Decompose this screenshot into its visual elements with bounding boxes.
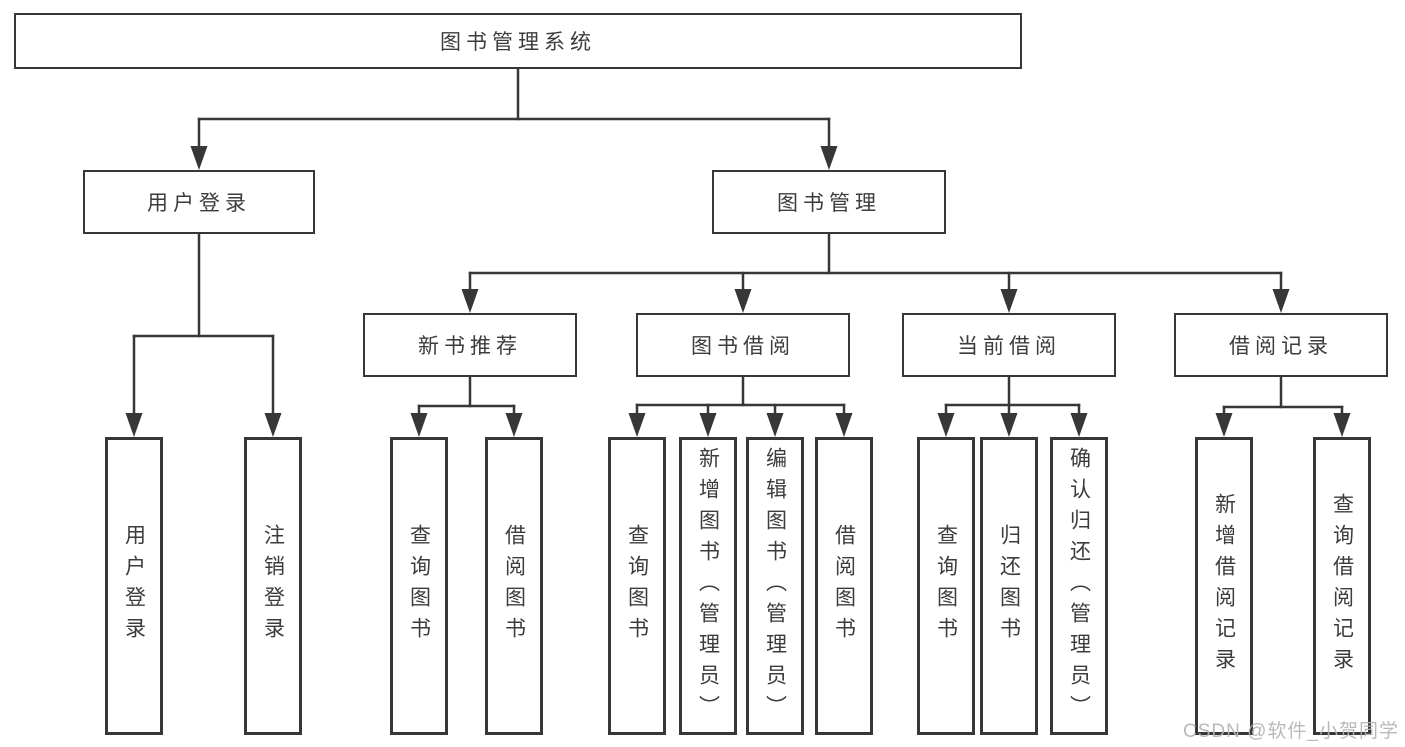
arrowhead-icons: [125, 146, 1351, 437]
leaf-edit-book-admin: 编辑图书（管理员）: [746, 437, 804, 735]
csdn-watermark: CSDN @软件_小贺同学: [1183, 721, 1399, 742]
leaf-user-login: 用户登录: [105, 437, 163, 735]
leaf-logout-login: 注销登录: [244, 437, 302, 735]
leaf-add-book-admin: 新增图书（管理员）: [679, 437, 737, 735]
leaf-add-borrow-record: 新增借阅记录: [1195, 437, 1253, 735]
leaf-confirm-return-admin-label: 确认归还（管理员）: [1067, 446, 1091, 726]
node-borrow-record-label: 借阅记录: [1229, 335, 1333, 358]
node-root-label: 图书管理系统: [440, 31, 596, 54]
leaf-borrow-book-label: 借阅图书: [832, 524, 856, 648]
node-new-book-recommend: 新书推荐: [363, 313, 577, 377]
node-book-management-label: 图书管理: [777, 192, 881, 215]
leaf-query-book-recommend-label: 查询图书: [407, 524, 431, 648]
node-user-login: 用户登录: [83, 170, 315, 234]
leaf-borrow-book-recommend: 借阅图书: [485, 437, 543, 735]
leaf-borrow-book: 借阅图书: [815, 437, 873, 735]
node-current-borrow: 当前借阅: [902, 313, 1116, 377]
leaf-query-book-current-label: 查询图书: [934, 524, 958, 648]
leaf-add-book-admin-label: 新增图书（管理员）: [696, 446, 720, 726]
leaf-return-book: 归还图书: [980, 437, 1038, 735]
leaf-query-borrow-record-label: 查询借阅记录: [1330, 493, 1354, 679]
leaf-add-borrow-record-label: 新增借阅记录: [1212, 493, 1236, 679]
leaf-confirm-return-admin: 确认归还（管理员）: [1050, 437, 1108, 735]
node-user-login-label: 用户登录: [147, 192, 251, 215]
leaf-user-login-label: 用户登录: [122, 524, 146, 648]
node-book-borrow: 图书借阅: [636, 313, 850, 377]
node-current-borrow-label: 当前借阅: [957, 335, 1061, 358]
leaf-query-book-current: 查询图书: [917, 437, 975, 735]
node-book-management: 图书管理: [712, 170, 946, 234]
leaf-query-borrow-record: 查询借阅记录: [1313, 437, 1371, 735]
leaf-return-book-label: 归还图书: [997, 524, 1021, 648]
node-book-borrow-label: 图书借阅: [691, 335, 795, 358]
leaf-edit-book-admin-label: 编辑图书（管理员）: [763, 446, 787, 726]
node-new-book-recommend-label: 新书推荐: [418, 335, 522, 358]
leaf-logout-login-label: 注销登录: [261, 524, 285, 648]
leaf-query-book-borrow-label: 查询图书: [625, 524, 649, 648]
leaf-borrow-book-recommend-label: 借阅图书: [502, 524, 526, 648]
node-borrow-record: 借阅记录: [1174, 313, 1388, 377]
leaf-query-book-recommend: 查询图书: [390, 437, 448, 735]
leaf-query-book-borrow: 查询图书: [608, 437, 666, 735]
node-root: 图书管理系统: [14, 13, 1022, 69]
